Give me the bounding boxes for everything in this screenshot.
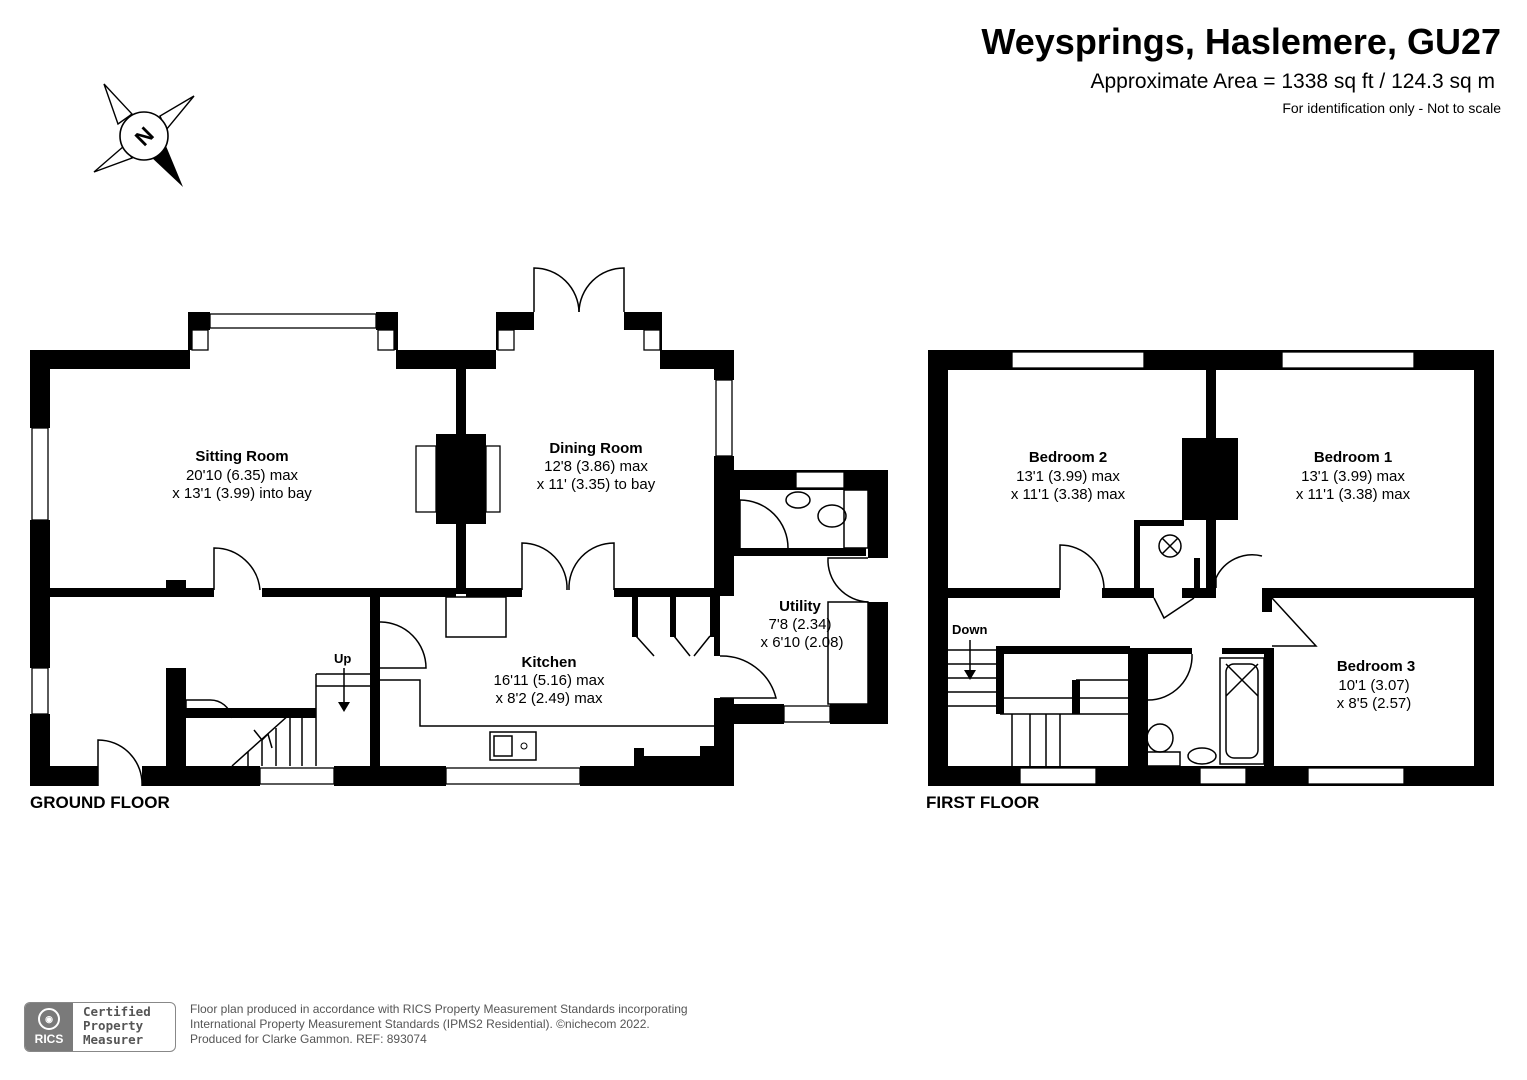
footer-line: Produced for Clarke Gammon. REF: 893074 (190, 1032, 427, 1046)
room-dimension-2: x 11'1 (3.38) max (1296, 486, 1411, 503)
first-stairs-label: Down (952, 622, 987, 637)
footer-line: International Property Measurement Stand… (190, 1017, 650, 1031)
footer-line: Floor plan produced in accordance with R… (190, 1002, 688, 1016)
rics-logo: ◉ RICS (25, 1003, 73, 1051)
room-dimension-1: 12'8 (3.86) max (544, 458, 648, 475)
room-dimension-1: 13'1 (3.99) max (1301, 468, 1405, 485)
room-dimension-2: x 6'10 (2.08) (761, 634, 844, 651)
room-kitchen: Kitchen 16'11 (5.16) max x 8'2 (2.49) ma… (494, 654, 605, 707)
area-text: Approximate Area = 1338 sq ft / 124.3 sq… (1090, 70, 1496, 93)
first-floor-label: FIRST FLOOR (926, 793, 1039, 812)
footer-text: Floor plan produced in accordance with R… (190, 1002, 688, 1047)
ground-floor-label: GROUND FLOOR (30, 793, 170, 812)
room-name: Bedroom 1 (1314, 449, 1392, 466)
room-dimension-1: 16'11 (5.16) max (494, 672, 605, 689)
room-bedroom-2: Bedroom 2 13'1 (3.99) max x 11'1 (3.38) … (1011, 449, 1126, 503)
room-dining-room: Dining Room 12'8 (3.86) max x 11' (3.35)… (537, 440, 656, 493)
badge-line: Certified (83, 1004, 151, 1019)
room-name: Sitting Room (195, 448, 288, 465)
badge-line: Measurer (83, 1032, 144, 1047)
first-floor-plan: Down (928, 350, 1494, 786)
room-name: Kitchen (521, 654, 576, 671)
room-dimension-2: x 8'2 (2.49) max (495, 690, 603, 707)
room-dimension-1: 10'1 (3.07) (1338, 677, 1409, 694)
compass-icon: N (93, 83, 195, 187)
badge-line: Property (83, 1018, 144, 1033)
rics-badge-text: Certified Property Measurer (73, 1003, 151, 1051)
room-dimension-2: x 8'5 (2.57) (1337, 695, 1412, 712)
ground-stairs-label: Up (334, 651, 351, 666)
footer: ◉ RICS Certified Property Measurer Floor… (24, 1002, 688, 1054)
room-bedroom-1: Bedroom 1 13'1 (3.99) max x 11'1 (3.38) … (1296, 449, 1411, 503)
room-sitting-room: Sitting Room 20'10 (6.35) max x 13'1 (3.… (172, 448, 312, 502)
room-dimension-2: x 11'1 (3.38) max (1011, 486, 1126, 503)
header: Weysprings, Haslemere, GU27 Approximate … (981, 20, 1501, 118)
room-bedroom-3: Bedroom 3 10'1 (3.07) x 8'5 (2.57) (1337, 658, 1415, 712)
room-dimension-1: 7'8 (2.34) (769, 616, 832, 633)
room-name: Bedroom 2 (1029, 449, 1107, 466)
room-dimension-2: x 11' (3.35) to bay (537, 476, 656, 493)
room-name: Bedroom 3 (1337, 658, 1415, 675)
rics-logo-text: RICS (34, 1032, 64, 1046)
room-utility: Utility 7'8 (2.34) x 6'10 (2.08) (761, 598, 844, 651)
ground-floor-plan: Up (30, 267, 888, 787)
disclaimer-text: For identification only - Not to scale (1282, 100, 1501, 116)
room-name: Utility (779, 598, 821, 615)
room-dimension-1: 13'1 (3.99) max (1016, 468, 1120, 485)
room-dimension-1: 20'10 (6.35) max (186, 467, 299, 484)
floor-plan: N (30, 83, 1494, 812)
room-dimension-2: x 13'1 (3.99) into bay (172, 485, 312, 502)
room-name: Dining Room (549, 440, 642, 457)
rics-badge: ◉ RICS Certified Property Measurer (24, 1002, 176, 1052)
page-title: Weysprings, Haslemere, GU27 (981, 21, 1501, 62)
